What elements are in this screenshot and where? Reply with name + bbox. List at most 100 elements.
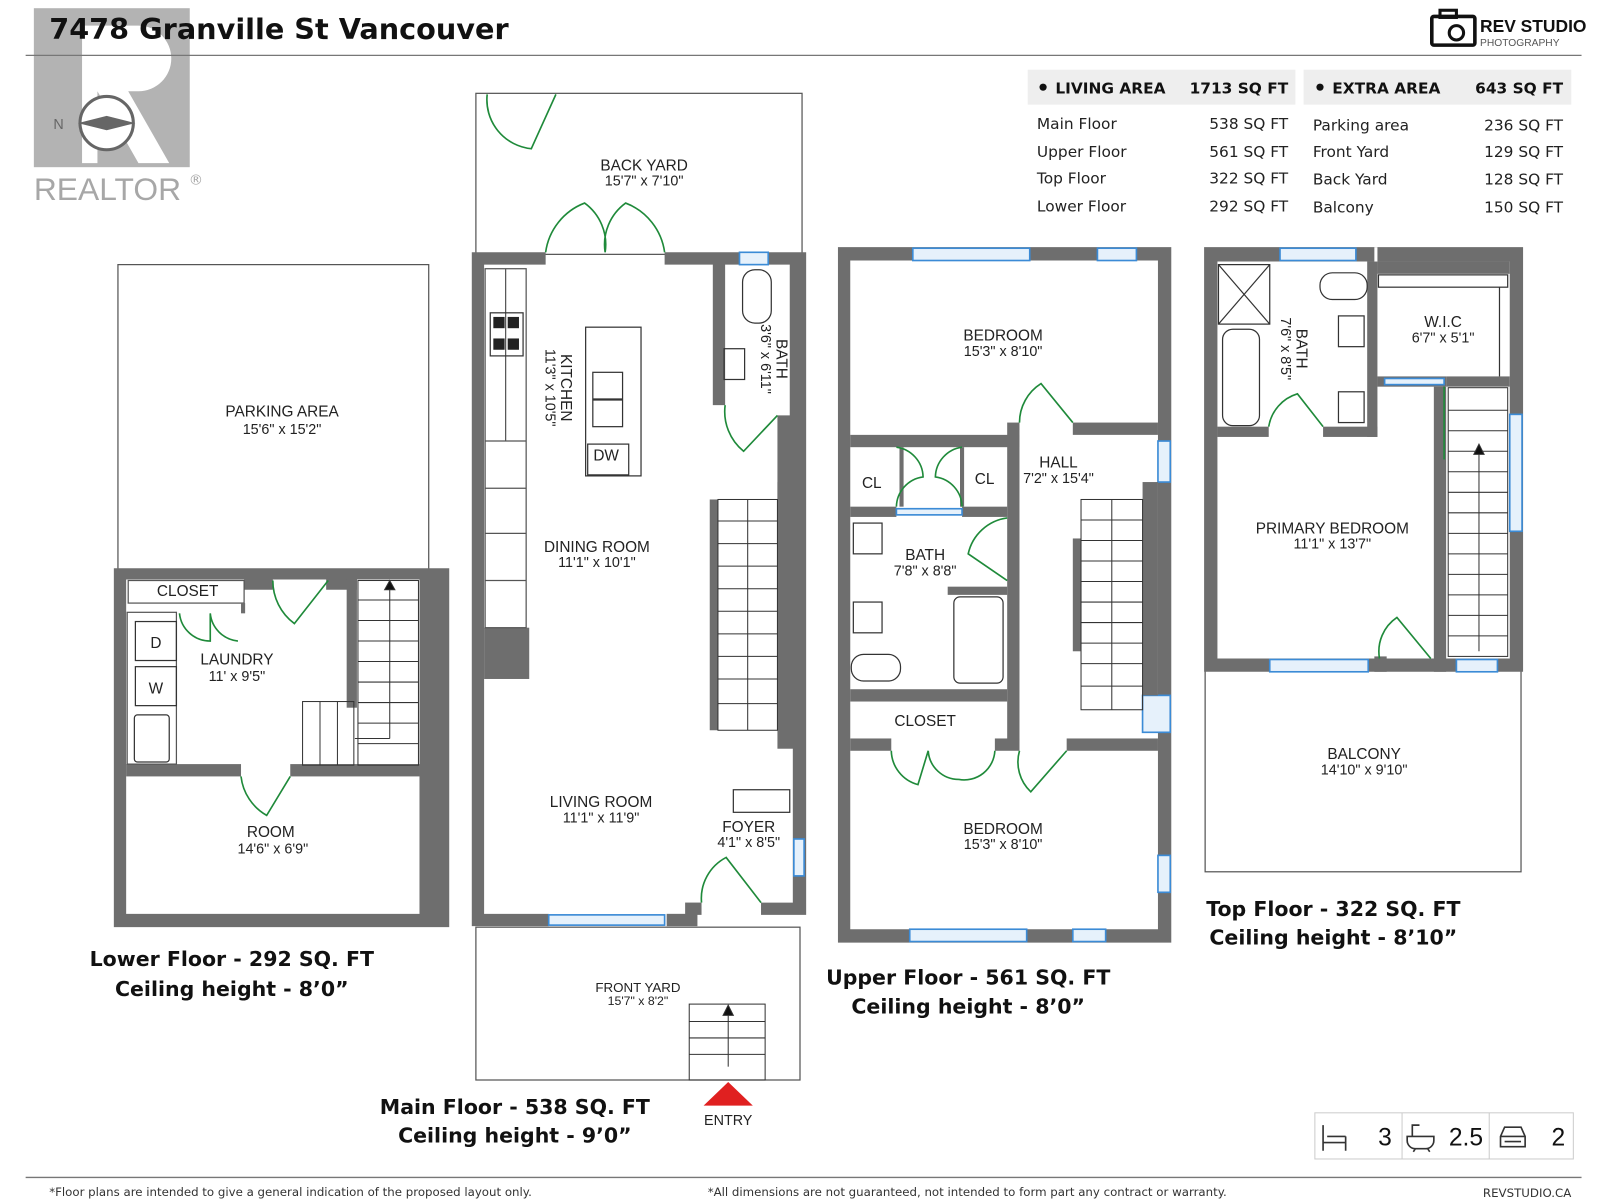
upper-stairs [1080,498,1144,711]
shower-icon [1217,263,1271,325]
extra-area-total: 643 SQ FT [1475,79,1563,97]
row-name: Lower Floor [1037,197,1127,215]
room-dims: 15'3" x 8'10" [964,837,1043,853]
row-value: 292 SQ FT [1209,197,1289,215]
registered-mark: ® [189,173,203,189]
room-label: FOYER [722,819,775,836]
footer-disclaimer-middle: *All dimensions are not guaranteed, not … [708,1185,1227,1199]
row-value: 561 SQ FT [1209,143,1289,161]
floor-caption: Main Floor - 538 SQ. FT [380,1095,650,1119]
ceiling-height: Ceiling height - 8’0” [115,977,349,1001]
room-label: ROOM [247,824,295,841]
room-label: KITCHEN [557,354,574,421]
row-name: Front Yard [1313,143,1389,161]
living-area-label: LIVING AREA [1055,79,1165,97]
room-label: FRONT YARD [595,980,680,995]
row-name: Main Floor [1037,115,1118,133]
room-dims: 11' x 9'5" [209,669,266,685]
room-dims: 15'3" x 8'10" [964,344,1043,360]
room-label: BEDROOM [963,328,1042,345]
room-dims: 7'8" x 8'8" [894,563,957,579]
room-dims: 14'6" x 6'9" [237,841,308,857]
camera-icon [1430,8,1477,47]
room-label: LAUNDRY [200,652,273,669]
room-label: DINING ROOM [544,539,650,556]
compass-north-label: N [53,117,63,133]
room-dims: 11'1" x 11'9" [563,811,640,827]
page-title: 7478 Granville St Vancouver [49,12,509,46]
row-name: Top Floor [1036,170,1107,188]
room-dims: 11'1" x 10'1" [558,555,636,571]
bathroom-count: 2.5 [1449,1125,1483,1152]
row-name: Upper Floor [1037,143,1127,161]
front-yard [475,926,801,1081]
extra-area-label: EXTRA AREA [1332,79,1440,97]
entry-stairs [688,1003,766,1081]
dishwasher-label: DW [593,448,619,465]
room-label: CL [975,471,995,488]
row-value: 538 SQ FT [1209,115,1289,133]
extra-area-table: EXTRA AREA 643 SQ FT Parking area 236 SQ… [1303,69,1572,216]
living-area-total: 1713 SQ FT [1190,79,1289,97]
room-dims: 7'6" x 8'5" [1277,317,1293,380]
ceiling-height: Ceiling height - 9’0” [398,1124,632,1148]
floor-caption: Lower Floor - 292 SQ. FT [90,947,374,971]
footer-disclaimer-left: *Floor plans are intended to give a gene… [49,1185,532,1199]
bedroom-count: 3 [1378,1125,1392,1152]
parking-count: 2 [1551,1125,1565,1152]
footer-website: REVSTUDIO.CA [1483,1186,1571,1200]
room-label: LIVING ROOM [550,794,653,811]
living-area-table: LIVING AREA 1713 SQ FT Main Floor 538 SQ… [1027,69,1296,215]
logo-name: REV STUDIO [1480,16,1586,36]
bathtub-icon [1406,1124,1435,1153]
row-value: 129 SQ FT [1484,143,1564,161]
row-value: 322 SQ FT [1209,170,1289,188]
realtor-wordmark: REALTOR [34,171,181,207]
room-label: BALCONY [1327,746,1400,763]
room-label: CL [862,475,882,492]
ceiling-height: Ceiling height - 8’0” [851,994,1085,1018]
car-icon [1499,1126,1526,1148]
room-dims: 11'1" x 13'7" [1294,537,1372,553]
main-floor-plan: ENTRY BACK YARD 15'7" x 7'10" KITCHEN 11… [380,92,807,1148]
room-label: BACK YARD [600,157,687,174]
top-stairs [1447,387,1509,657]
room-dims: 15'7" x 7'10" [605,174,684,190]
ceiling-height: Ceiling height - 8’10” [1209,926,1457,950]
row-name: Balcony [1313,198,1374,216]
room-dims: 15'6" x 15'2" [243,422,322,438]
bed-icon [1322,1125,1347,1151]
lower-stairs [302,579,419,766]
room-dims: 15'7" x 8'2" [608,994,669,1008]
room-label: BEDROOM [963,821,1042,838]
row-name: Back Yard [1313,171,1388,189]
stove-icon [489,312,524,357]
room-label: W.I.C [1424,314,1462,331]
lower-floor-plan: PARKING AREA 15'6" x 15'2" CLOSET LAUNDR… [90,264,450,1001]
room-label: BATH [772,339,789,379]
room-label: CLOSET [157,583,219,600]
upper-floor-plan: BEDROOM 15'3" x 8'10" CL CL HALL 7'2" x … [826,247,1172,1018]
back-yard [475,92,803,255]
row-name: Parking area [1313,116,1409,134]
floor-caption: Upper Floor - 561 SQ. FT [826,966,1110,990]
realtor-watermark: N REALTOR ® [33,8,203,207]
room-label: BATH [905,547,945,564]
main-stairs [717,498,778,731]
top-floor-plan: BATH 7'6" x 8'5" W.I.C 6'7" x 5'1" PRIMA… [1204,247,1524,950]
dryer-label: D [150,635,161,652]
entry-arrow-icon [703,1082,753,1106]
room-label: BATH [1292,329,1309,369]
entry-label: ENTRY [704,1113,753,1129]
row-value: 236 SQ FT [1484,116,1564,134]
room-label: HALL [1039,455,1078,472]
room-dims: 4'1" x 8'5" [717,835,780,851]
room-dims: 11'3" x 10'5" [542,349,558,427]
property-stats: 3 2.5 2 [1314,1112,1574,1160]
logo-sub: PHOTOGRAPHY [1480,38,1560,49]
row-value: 128 SQ FT [1484,171,1564,189]
room-dims: 14'10" x 9'10" [1321,762,1408,778]
row-value: 150 SQ FT [1484,198,1564,216]
floor-caption: Top Floor - 322 SQ. FT [1206,897,1460,921]
